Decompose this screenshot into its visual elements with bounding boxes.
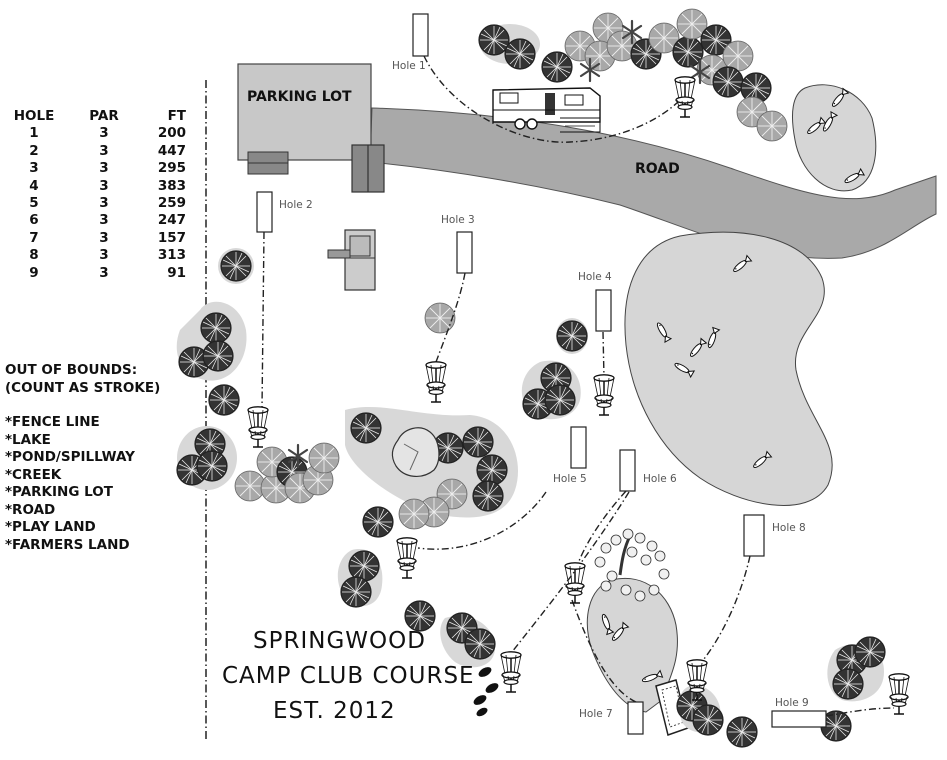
hole-9-label: Hole 9 (775, 697, 809, 709)
oob-subtitle: (COUNT AS STROKE) (5, 379, 161, 396)
hole-5-label: Hole 5 (553, 473, 587, 485)
hole-par: 3 (99, 160, 109, 177)
road-label: ROAD (635, 161, 680, 177)
oob-item: *PARKING LOT (5, 484, 113, 500)
hole-distance: 157 (157, 229, 186, 246)
hole-distance: 259 (157, 195, 186, 212)
oob-item: *FENCE LINE (5, 414, 100, 430)
hole-distance: 295 (157, 160, 186, 177)
hole-number: 6 (29, 212, 39, 229)
hole-par: 3 (99, 195, 109, 212)
hole-par: 3 (99, 125, 109, 142)
tee-pad-icon (256, 191, 273, 233)
table-row: 7 3 157 (8, 230, 186, 247)
hole-3-label: Hole 3 (441, 214, 475, 226)
hole-number: 8 (29, 247, 39, 264)
hole-number: 5 (29, 195, 39, 212)
flowering-tree-icon (594, 528, 670, 602)
hole-number: 4 (29, 177, 39, 194)
playground-icon (327, 229, 376, 291)
hole-number: 2 (29, 142, 39, 159)
table-row: 2 3 447 (8, 143, 186, 160)
tee-pad-icon (743, 514, 765, 557)
parking-lot (237, 63, 372, 161)
rock-icons (473, 667, 499, 717)
oob-spacer (5, 397, 160, 414)
hole-number: 9 (29, 264, 39, 281)
hole-7-label: Hole 7 (579, 708, 613, 720)
tee-pad-icons (256, 13, 827, 735)
north-pond (792, 84, 877, 192)
hole-number: 1 (29, 125, 39, 142)
camper-trailer-icon (492, 87, 601, 133)
hole-par: 3 (99, 229, 109, 246)
hole-number: 7 (29, 229, 39, 246)
table-row: 4 3 383 (8, 178, 186, 195)
oob-item: *LAKE (5, 431, 51, 448)
oob-item: *ROAD (5, 501, 56, 518)
header-hole: HOLE (13, 108, 55, 124)
hole-1-label: Hole 1 (392, 60, 426, 72)
header-ft: FT (167, 108, 186, 124)
hole-number: 3 (29, 160, 39, 177)
hole-par: 3 (99, 264, 109, 281)
table-row: 3 3 295 (8, 160, 186, 177)
hole-6-label: Hole 6 (643, 473, 677, 485)
oob-title: OUT OF BOUNDS: (5, 362, 138, 378)
hole-distance: 247 (157, 212, 186, 229)
table-row: 5 3 259 (8, 195, 186, 212)
boulder-icon (391, 427, 440, 477)
hole-distance: 383 (157, 177, 186, 194)
flight-paths (261, 55, 895, 717)
hole-distance: 91 (167, 264, 186, 281)
scorecard-header: HOLE PAR FT (8, 108, 186, 125)
tee-pad-icon (456, 231, 473, 274)
table-row: 9 3 91 (8, 265, 186, 282)
hole-distance: 200 (157, 125, 186, 142)
tee-pad-icon (627, 701, 644, 735)
table-row: 8 3 313 (8, 247, 186, 264)
hole-par: 3 (99, 177, 109, 194)
out-of-bounds-legend: OUT OF BOUNDS: (COUNT AS STROKE) *FENCE … (5, 362, 160, 554)
tee-pad-icon (595, 289, 612, 332)
course-title-line2: CAMP CLUB COURSE (222, 663, 475, 689)
table-row: 6 3 247 (8, 212, 186, 229)
course-title-line3: EST. 2012 (273, 698, 396, 724)
oob-item: *POND/SPILLWAY (5, 449, 135, 465)
table-row: 1 3 200 (8, 125, 186, 142)
hole-distance: 447 (157, 142, 186, 159)
road (369, 107, 937, 259)
hole-par: 3 (99, 247, 109, 264)
hole-par: 3 (99, 212, 109, 229)
tee-pad-icon (412, 13, 429, 57)
hole-distance: 313 (157, 247, 186, 264)
hole-par: 3 (99, 142, 109, 159)
course-title-line1: SPRINGWOOD (253, 628, 426, 654)
hole-8-label: Hole 8 (772, 522, 806, 534)
header-par: PAR (89, 108, 119, 124)
hole-2-label: Hole 2 (279, 199, 313, 211)
oob-item: *CREEK (5, 466, 62, 483)
tee-pad-icon (570, 426, 587, 469)
hole-4-label: Hole 4 (578, 271, 612, 283)
lake (624, 231, 833, 506)
oob-item: *FARMERS LAND (5, 536, 130, 553)
parking-lot-label: PARKING LOT (247, 89, 352, 105)
tee-pad-icon (619, 449, 636, 492)
oob-item: *PLAY LAND (5, 519, 96, 535)
tee-pad-icon (771, 710, 827, 728)
